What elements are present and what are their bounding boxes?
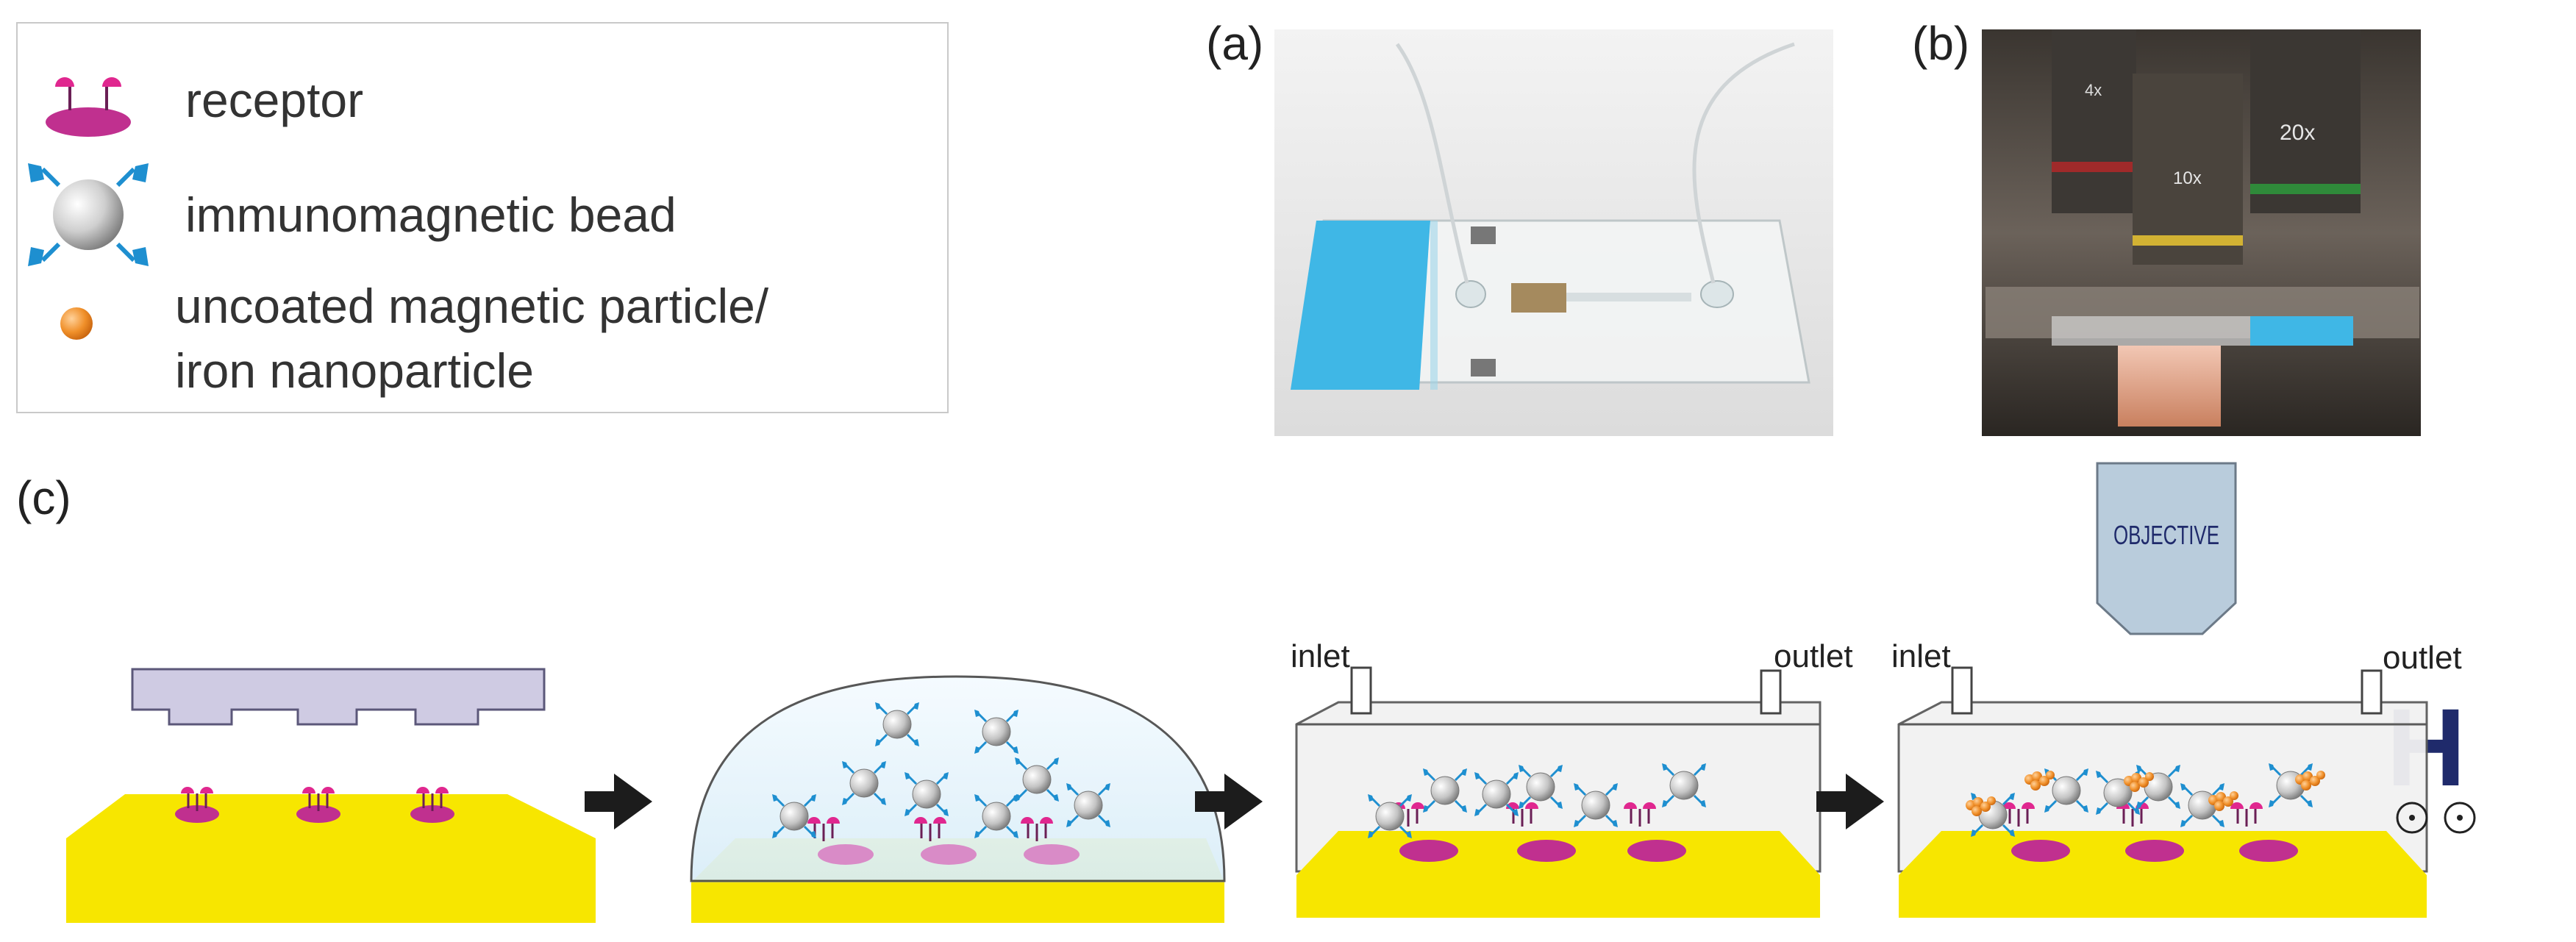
legend-box — [16, 22, 949, 413]
receptors-2 — [806, 816, 1080, 865]
lens-mark-10x: 10x — [2173, 168, 2202, 188]
lens-mark-20x: 20x — [2280, 121, 2315, 145]
legend-receptor-icon — [46, 77, 131, 137]
lens-mark-4x: 4x — [2085, 81, 2102, 99]
objective-label: OBJECTIVE — [2113, 521, 2219, 550]
legend-particle-label-line2: iron nanoparticle — [175, 343, 534, 398]
printed-receptors-1 — [175, 785, 454, 823]
panel-b-label: (b) — [1912, 17, 1970, 70]
channel-1 — [1295, 666, 1822, 918]
stamp — [131, 668, 546, 726]
objective: OBJECTIVE — [2096, 462, 2237, 635]
legend-nanoparticle-icon — [60, 307, 93, 340]
photo-a-microfluidic-chip — [1274, 29, 1833, 436]
legend-bead-icon — [28, 163, 149, 266]
step-arrow-3 — [1816, 774, 1884, 829]
legend-bead-label: immunomagnetic bead — [185, 188, 677, 242]
step-arrow-1 — [585, 774, 652, 829]
inlet-label-1: inlet — [1291, 638, 1350, 674]
legend-particle-label-line1: uncoated magnetic particle/ — [175, 279, 769, 333]
outlet-label-1: outlet — [1774, 638, 1853, 674]
panel-a-label: (a) — [1206, 17, 1264, 70]
legend-receptor-label: receptor — [185, 73, 364, 127]
outlet-label-2: outlet — [2383, 640, 2462, 676]
channel-2 — [1897, 666, 2428, 918]
photo-b-microscope: 4x 10x 20x — [1982, 29, 2421, 436]
inlet-label-2: inlet — [1891, 638, 1951, 674]
panel-c-label: (c) — [16, 471, 71, 524]
field-out-of-plane-icon — [2396, 802, 2476, 834]
